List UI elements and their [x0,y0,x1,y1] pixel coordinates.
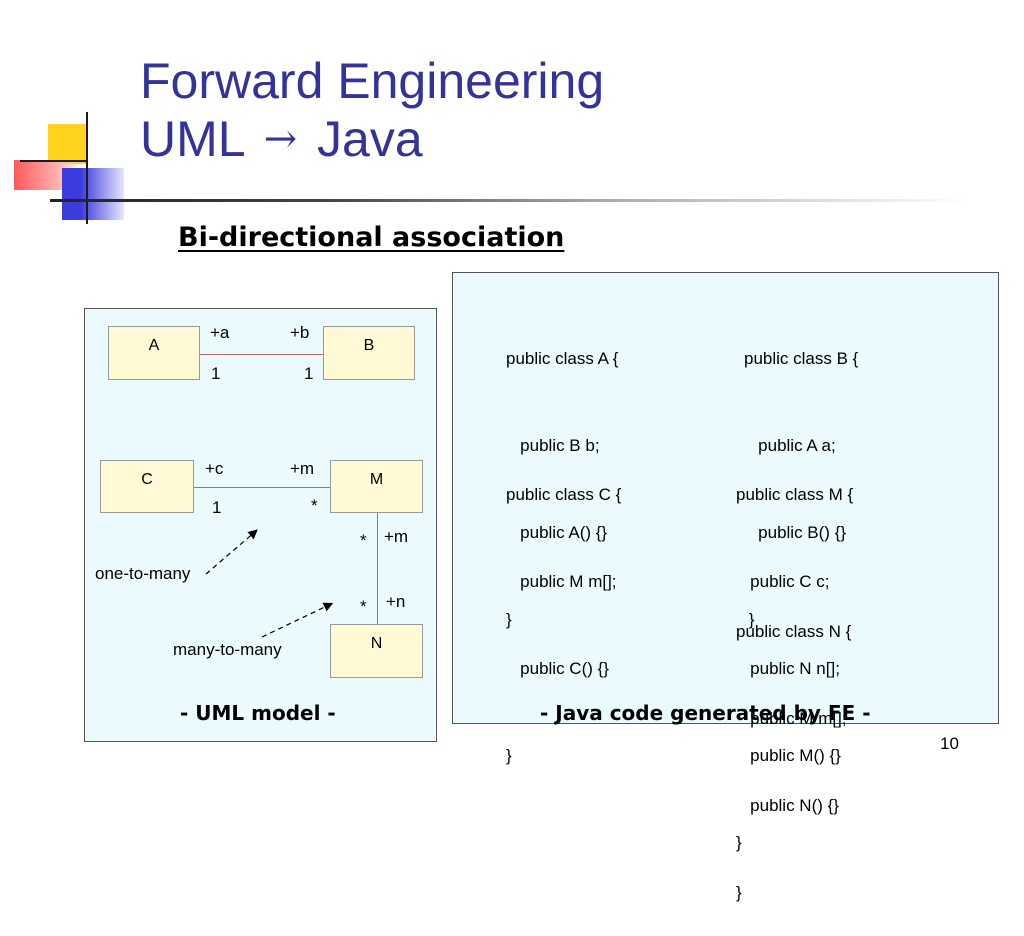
note-many-to-many: many-to-many [173,640,282,659]
code-line: public class A { [506,349,619,368]
slide-title: Forward Engineering UML → Java [140,52,604,168]
note-one-to-many: one-to-many [95,564,191,583]
code-line: public class M { [736,485,854,504]
multiplicity-c: 1 [212,498,222,517]
uml-class-a: A [108,326,200,380]
code-line: public M m[]; [506,572,617,591]
code-class-a: public class A { public B b; public A() … [506,286,618,663]
uml-class-c: C [100,460,194,513]
role-label-a: +a [210,323,230,342]
arrow-icon: → [263,116,298,162]
uml-class-b: B [323,326,415,380]
uml-model-caption: - UML model - [180,701,336,725]
many-to-many-arrow [261,602,334,638]
title-line-1: Forward Engineering [140,53,605,109]
uml-class-n: N [330,624,423,678]
code-class-b: public class B { public A a; public B() … [744,286,858,663]
code-class-m: public class M { public C c; public N n[… [736,422,853,877]
code-line: public C c; [736,572,830,591]
role-label-m-2: +m [384,527,409,546]
title-java: Java [317,111,423,167]
code-line: } [736,883,742,902]
logo-vertical-line [86,112,88,224]
code-line: public class B { [744,349,859,368]
code-line: public A a; [744,436,836,455]
logo-horizontal-line [20,160,86,162]
code-line: public M() {} [736,746,841,765]
association-line-m-n [377,513,378,625]
page-number: 10 [940,734,959,753]
slide-subtitle: Bi-directional association [178,222,565,253]
multiplicity-m: * [311,496,318,515]
code-line: public class N { [736,622,852,641]
uml-model-panel [84,308,437,742]
code-line: public M m[]; [736,709,847,728]
one-to-many-arrow [205,529,258,575]
code-line: public C() {} [506,659,609,678]
code-line: public N() {} [736,796,839,815]
code-line: } [506,746,512,765]
code-line: public B b; [506,436,600,455]
title-uml: UML [140,111,244,167]
multiplicity-b: 1 [304,364,314,383]
code-line: public N n[]; [736,659,840,678]
code-class-n: public class N { public M m[]; public N(… [736,559,851,936]
role-label-c: +c [205,459,224,478]
association-line-c-m [193,487,331,488]
logo-blue-square [62,168,124,220]
association-line-a-b [199,354,324,355]
java-code-panel [452,272,999,724]
role-label-n: +n [386,592,406,611]
title-divider [50,199,970,202]
code-line: } [506,610,512,629]
multiplicity-n: * [360,597,367,616]
role-label-m: +m [290,459,315,478]
code-line: } [744,610,755,629]
title-line-2: UML → Java [140,110,604,168]
code-line: public B() {} [744,523,847,542]
code-class-c: public class C { public M m[]; public C(… [506,422,621,799]
uml-class-m: M [330,460,423,513]
java-code-caption: - Java code generated by FE - [540,701,871,725]
multiplicity-a: 1 [211,364,221,383]
code-line: public A() {} [506,523,608,542]
role-label-b: +b [290,323,310,342]
code-line: public class C { [506,485,622,504]
annotation-arrows [205,529,334,638]
logo-yellow-square [48,124,88,164]
multiplicity-m-to-n: * [360,531,367,550]
